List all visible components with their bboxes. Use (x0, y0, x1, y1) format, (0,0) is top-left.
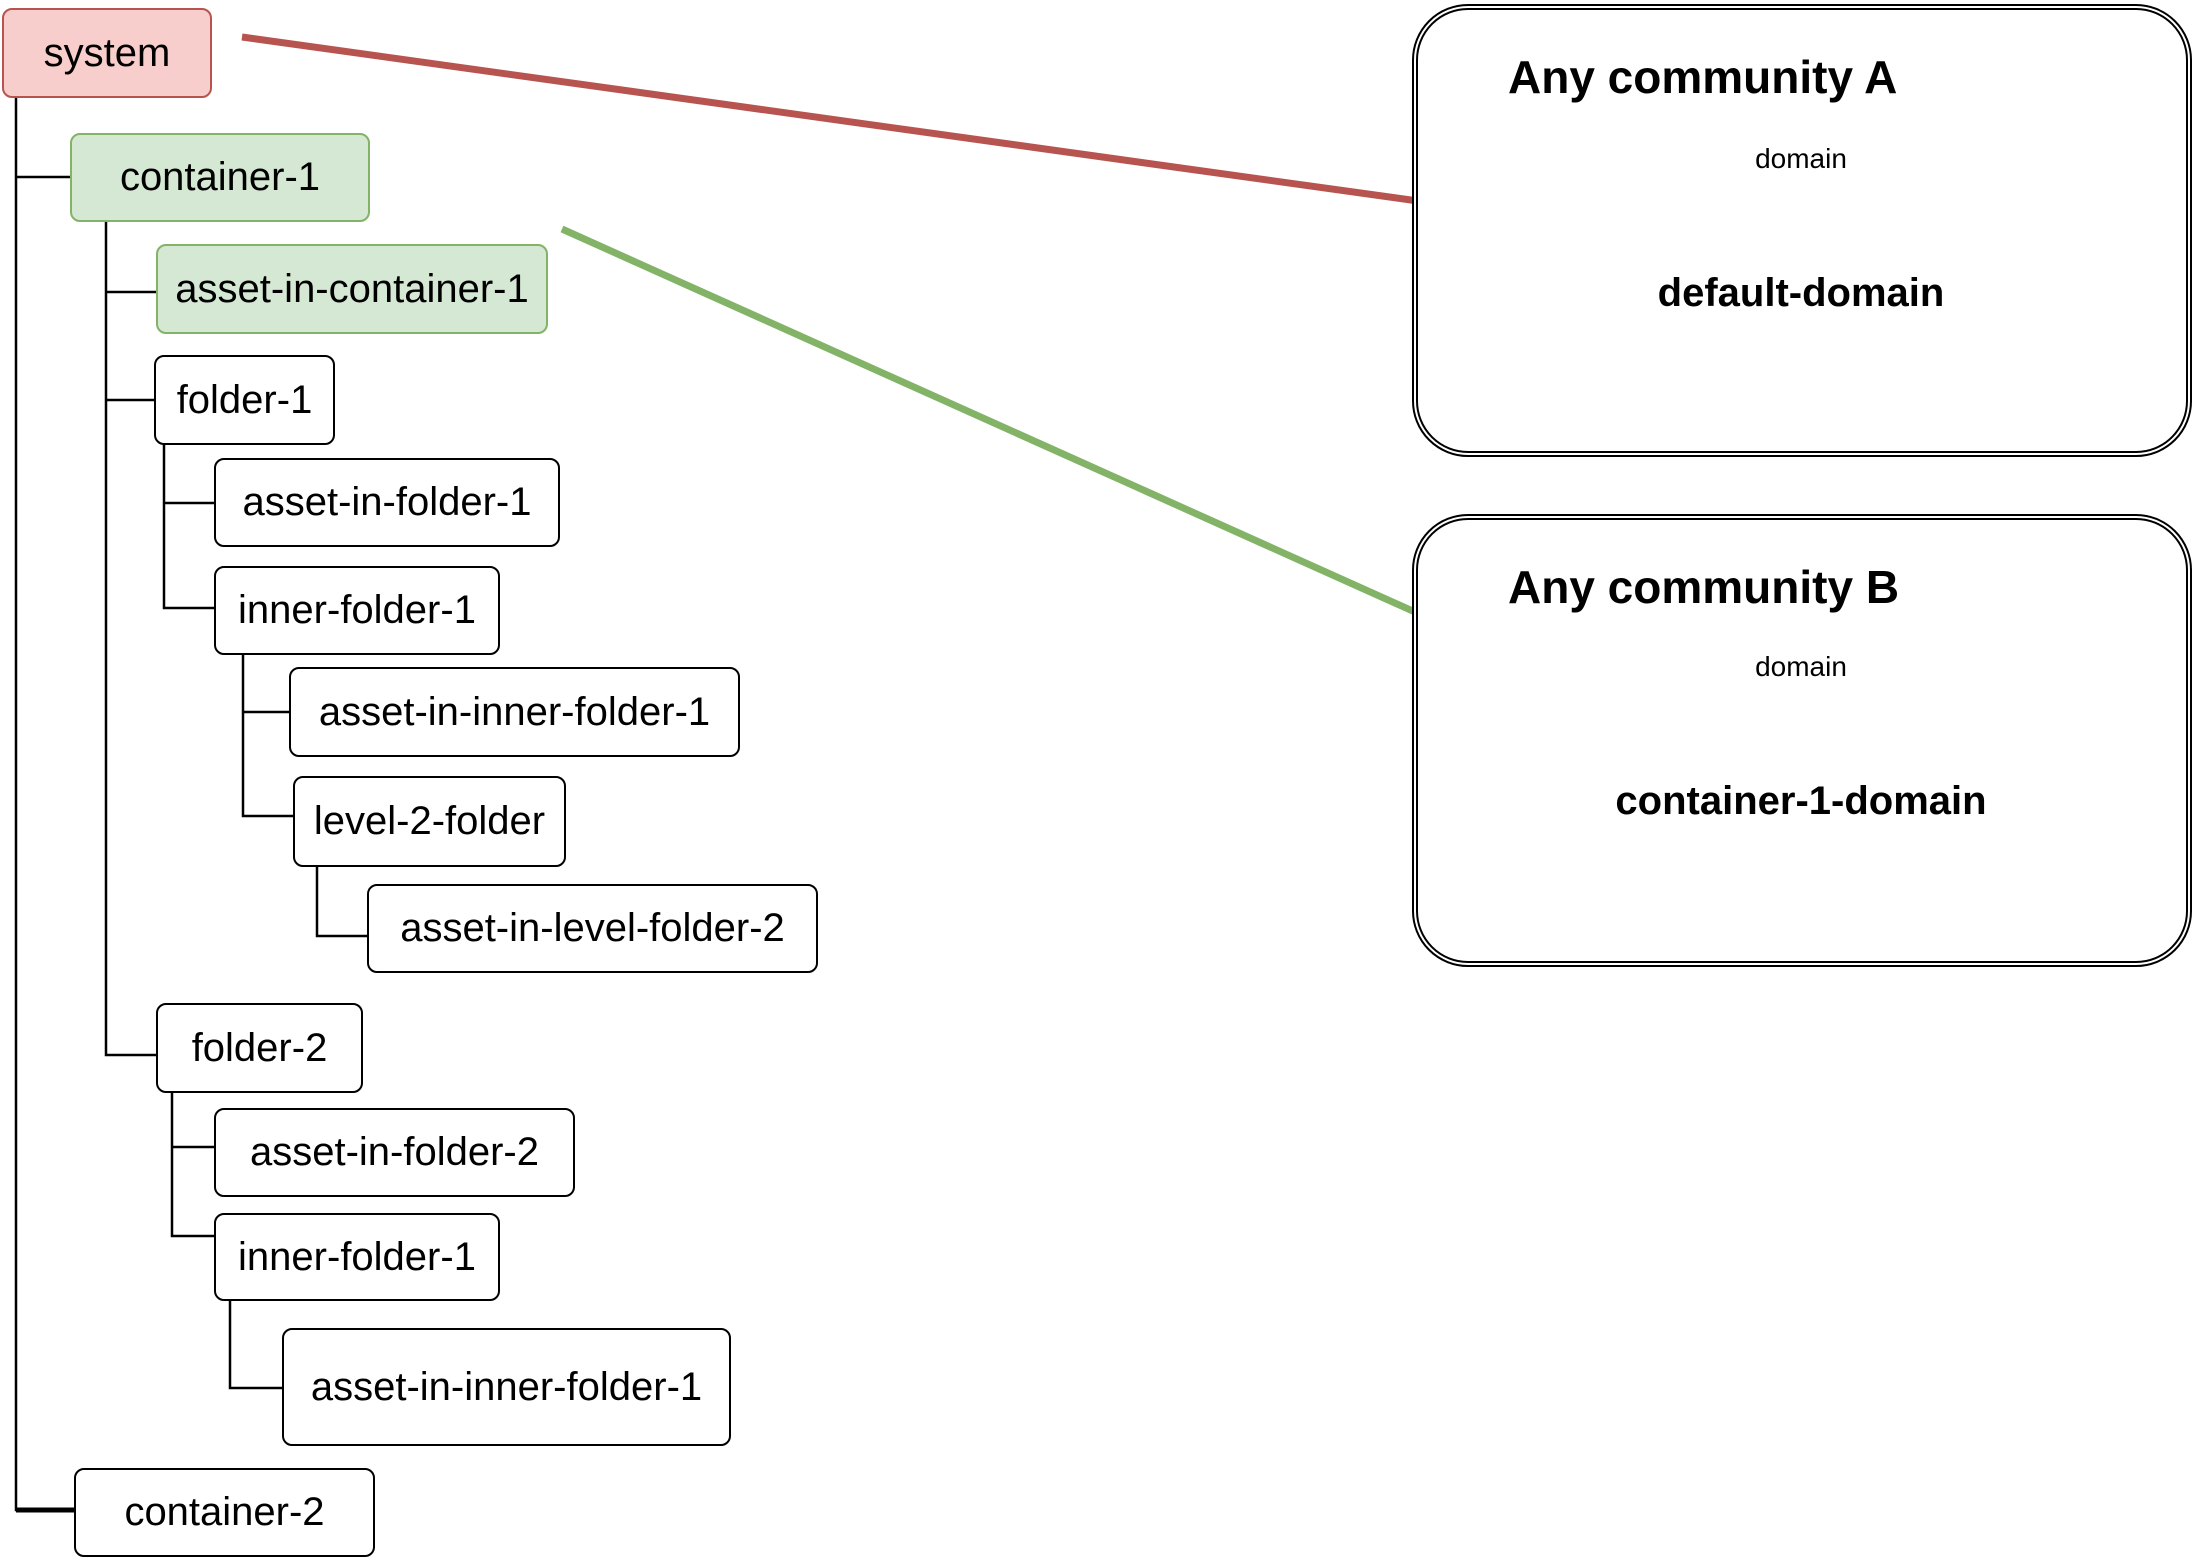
node-asset-in-folder-1[interactable]: asset-in-folder-1 (214, 458, 560, 547)
community-a[interactable]: Any community A (1412, 4, 2192, 457)
arrow-asset-to-container-domain (560, 225, 1517, 661)
arrow-system-to-default-domain (241, 33, 1518, 240)
community-b-title: Any community B (1508, 561, 1900, 613)
node-asset-in-inner-folder-1-b[interactable]: asset-in-inner-folder-1 (282, 1328, 731, 1446)
node-asset-in-folder-2[interactable]: asset-in-folder-2 (214, 1108, 575, 1197)
node-level-2-folder[interactable]: level-2-folder (293, 776, 566, 867)
node-inner-folder-1[interactable]: inner-folder-1 (214, 566, 500, 655)
node-system[interactable]: system (2, 8, 212, 98)
node-container-1[interactable]: container-1 (70, 133, 370, 222)
community-a-title: Any community A (1508, 51, 1898, 103)
community-b[interactable]: Any community B (1412, 514, 2192, 967)
node-asset-in-level-folder-2[interactable]: asset-in-level-folder-2 (367, 884, 818, 973)
node-asset-in-container-1[interactable]: asset-in-container-1 (156, 244, 548, 334)
node-folder-2[interactable]: folder-2 (156, 1003, 363, 1093)
community-b-domain-name[interactable]: container-1-domain (1615, 779, 1987, 823)
community-a-domain-name[interactable]: default-domain (1657, 271, 1945, 315)
node-inner-folder-1-b[interactable]: inner-folder-1 (214, 1213, 500, 1301)
node-asset-in-inner-folder-1[interactable]: asset-in-inner-folder-1 (289, 667, 740, 757)
community-a-domain-label: domain (1755, 143, 1847, 174)
node-container-2[interactable]: container-2 (74, 1468, 375, 1557)
node-folder-1[interactable]: folder-1 (154, 355, 335, 445)
community-b-domain-label: domain (1755, 651, 1847, 682)
